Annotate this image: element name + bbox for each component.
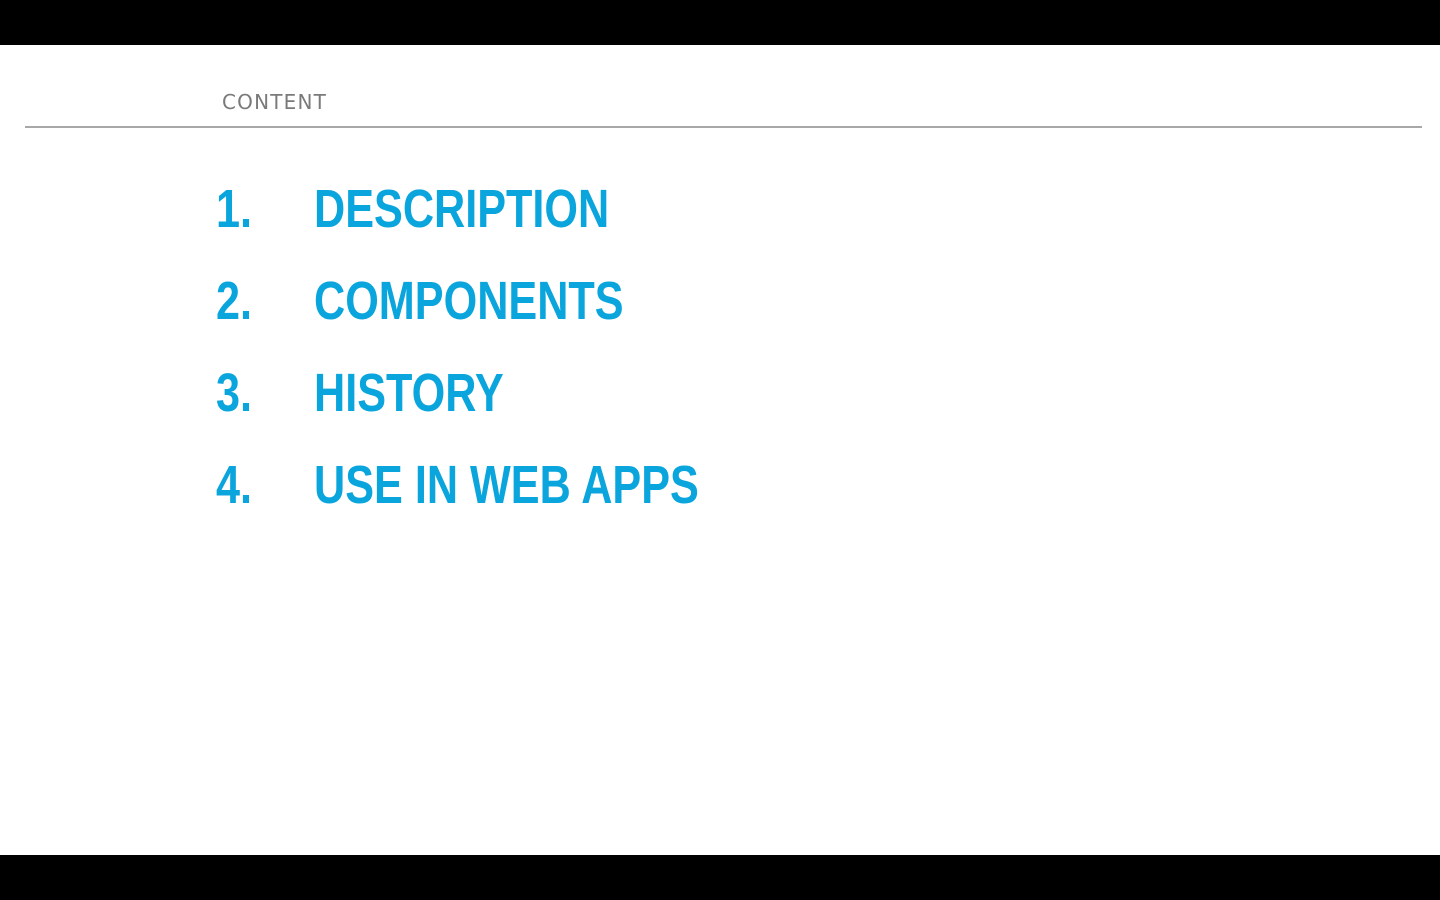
toc-item-label: HISTORY — [314, 363, 504, 423]
toc-item-number: 3. — [216, 363, 253, 423]
section-title: CONTENT — [222, 90, 328, 114]
toc-item-label: USE IN WEB APPS — [314, 455, 699, 515]
toc-item-components: 2. COMPONENTS — [216, 255, 795, 347]
letterbox-bottom — [0, 855, 1440, 900]
toc-item-number: 2. — [216, 271, 253, 331]
toc-item-number: 1. — [216, 179, 253, 239]
toc-item-history: 3. HISTORY — [216, 347, 795, 439]
letterbox-top — [0, 0, 1440, 45]
toc-item-number: 4. — [216, 455, 253, 515]
toc-item-description: 1. DESCRIPTION — [216, 163, 795, 255]
toc-item-label: COMPONENTS — [314, 271, 624, 331]
toc-item-label: DESCRIPTION — [314, 179, 610, 239]
toc-item-use-in-web-apps: 4. USE IN WEB APPS — [216, 439, 795, 531]
table-of-contents: 1. DESCRIPTION 2. COMPONENTS 3. HISTORY … — [216, 163, 795, 531]
header-divider — [25, 126, 1422, 128]
slide: CONTENT 1. DESCRIPTION 2. COMPONENTS 3. … — [0, 45, 1440, 855]
